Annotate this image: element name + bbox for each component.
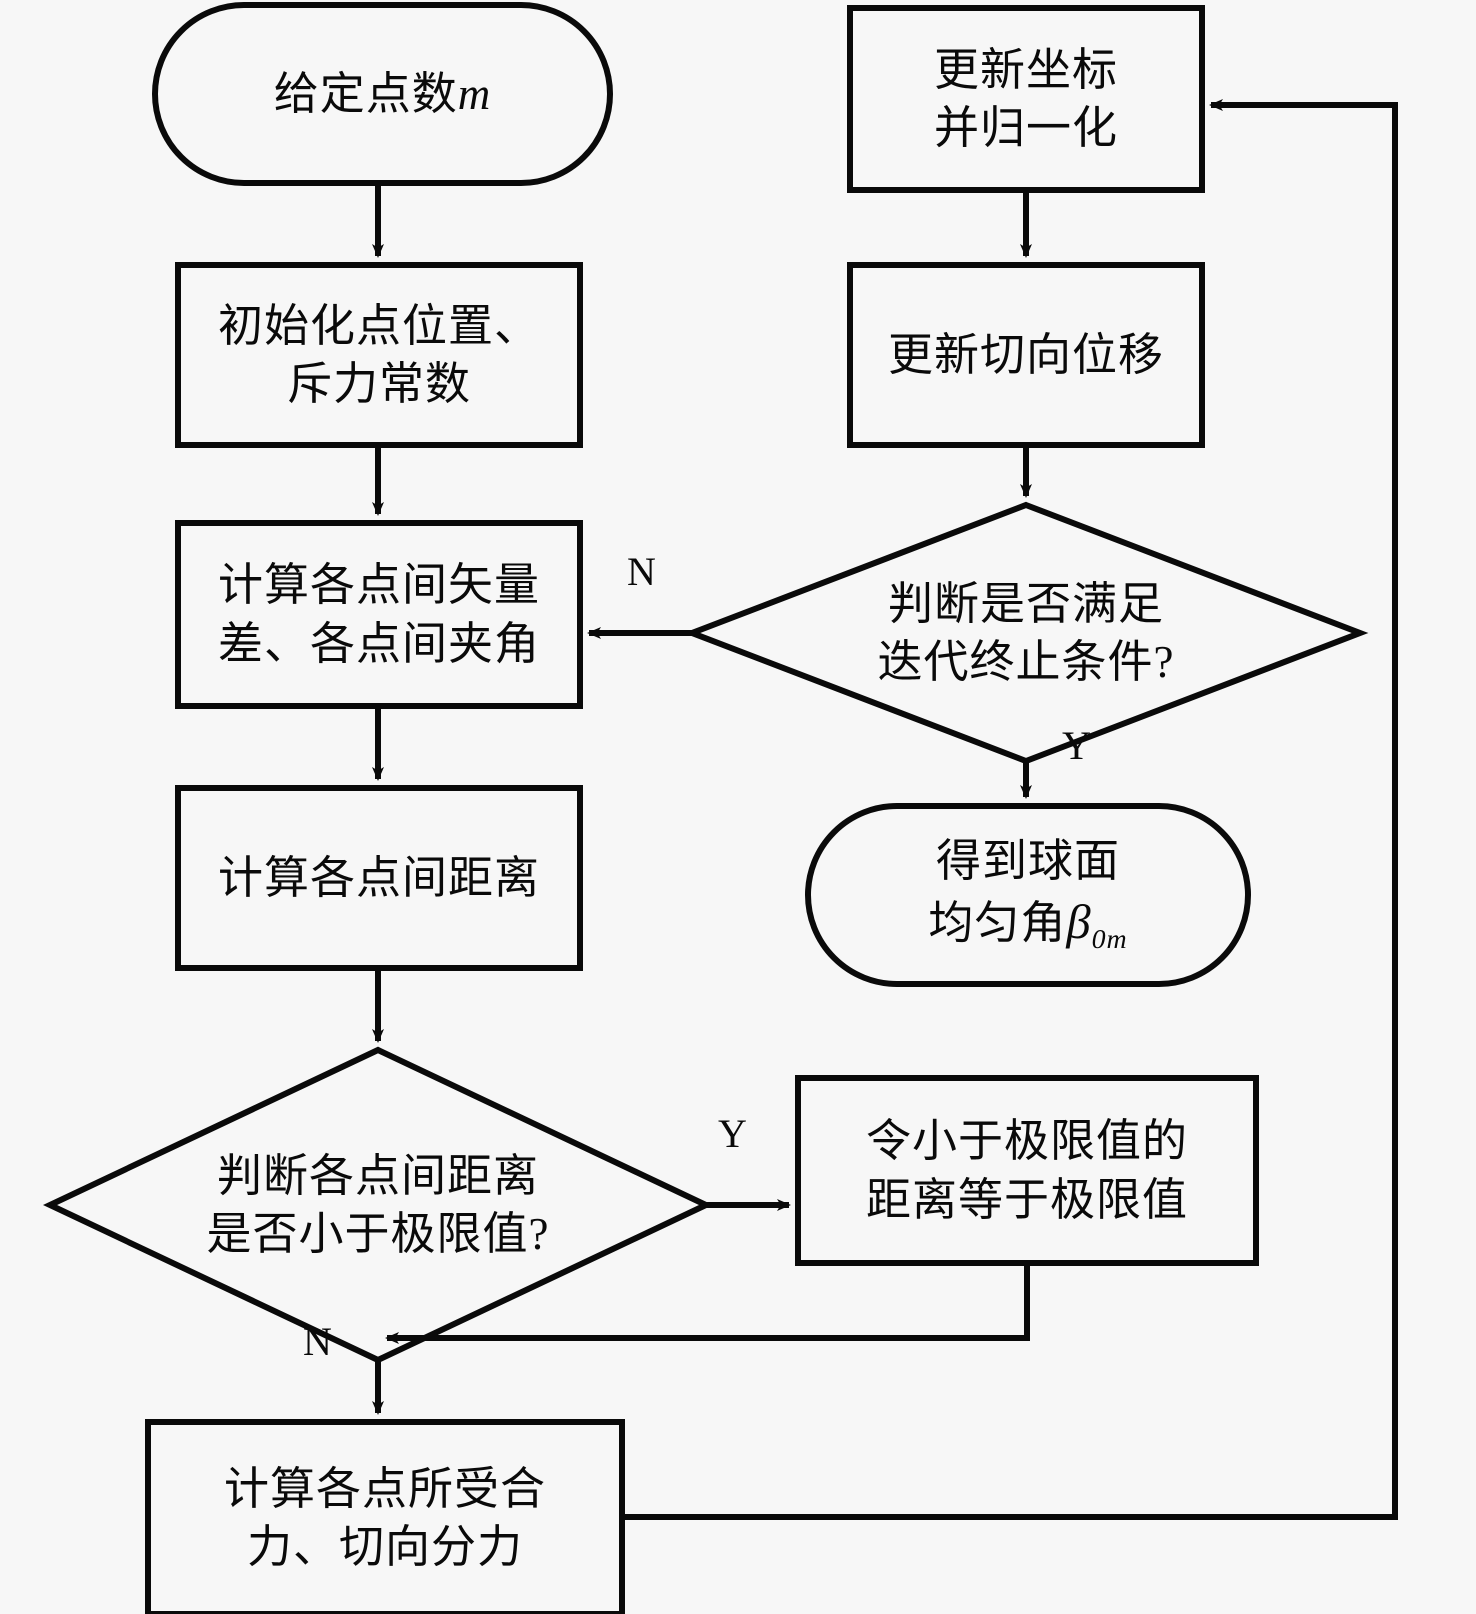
node-calc-force-shape [145,1419,625,1614]
node-decide-distance[interactable] [160,1120,596,1290]
node-end-shape [805,803,1251,987]
node-start[interactable] [155,5,610,183]
node-calc-distance[interactable] [178,788,580,968]
edge-clamp-to-merge [385,1263,1030,1344]
node-update-coord[interactable] [850,8,1202,190]
node-init-shape [175,262,583,448]
node-calc-vector[interactable] [178,523,580,706]
node-update-tangential[interactable] [850,265,1202,445]
node-calc-force[interactable] [148,1422,622,1614]
node-clamp-distance[interactable] [798,1078,1256,1263]
node-start-shape [152,2,613,186]
node-init[interactable] [178,265,580,445]
node-update-coord-shape [847,5,1205,193]
node-update-tangential-shape [847,262,1205,448]
node-calc-vector-shape [175,520,583,709]
edge-calc-force-to-update-coord [622,99,1398,1520]
node-decide-terminate[interactable] [810,560,1242,706]
node-end[interactable] [808,806,1248,984]
node-calc-distance-shape [175,785,583,971]
